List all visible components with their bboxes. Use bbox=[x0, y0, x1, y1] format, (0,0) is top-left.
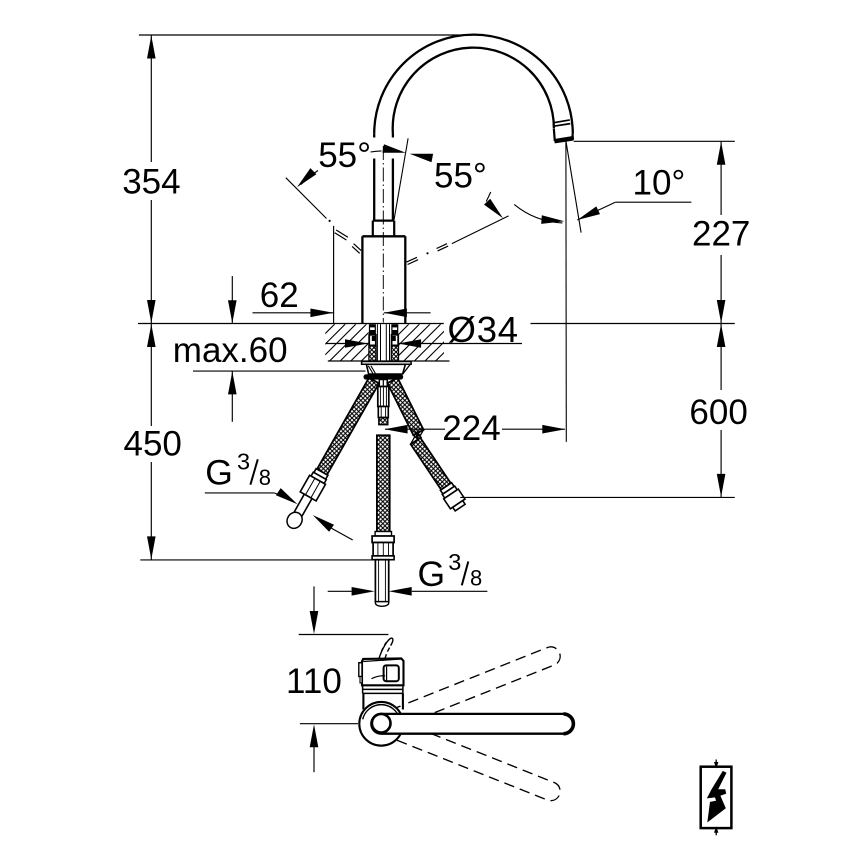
svg-text:G: G bbox=[205, 453, 233, 493]
svg-text:3: 3 bbox=[448, 549, 461, 575]
svg-text:max.60: max.60 bbox=[173, 331, 288, 370]
svg-text:62: 62 bbox=[260, 276, 299, 315]
svg-text:8: 8 bbox=[470, 566, 482, 591]
svg-text:600: 600 bbox=[689, 393, 747, 432]
svg-text:G: G bbox=[418, 554, 446, 594]
svg-text:450: 450 bbox=[124, 425, 182, 464]
svg-text:3: 3 bbox=[237, 449, 250, 475]
svg-text:110: 110 bbox=[286, 662, 342, 701]
svg-text:8: 8 bbox=[259, 465, 271, 490]
svg-text:224: 224 bbox=[442, 409, 500, 448]
svg-text:Ø34: Ø34 bbox=[448, 309, 519, 350]
svg-text:10°: 10° bbox=[633, 164, 686, 203]
svg-text:227: 227 bbox=[692, 215, 750, 254]
svg-text:354: 354 bbox=[122, 163, 180, 202]
svg-text:55°: 55° bbox=[434, 157, 487, 196]
svg-text:55°: 55° bbox=[318, 136, 371, 175]
